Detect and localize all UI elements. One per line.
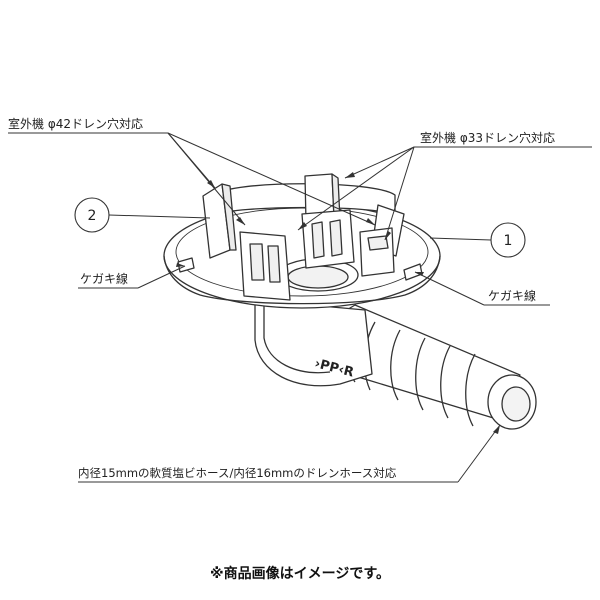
leader-lines: [8, 132, 592, 483]
label-hose-compatibility: 内径15mmの軟質塩ビホース/内径16mmのドレンホース対応: [78, 466, 397, 480]
label-42mm-drain: 室外機 φ42ドレン穴対応: [8, 117, 144, 131]
circle-marker-2-label: 2: [88, 208, 97, 224]
barb-outlet-inner: [501, 386, 531, 422]
hose-barb: [329, 304, 537, 430]
arrowheads: [176, 172, 500, 434]
label-scribe-line-left: ケガキ線: [80, 272, 129, 286]
label-33mm-drain: 室外機 φ33ドレン穴対応: [420, 131, 556, 145]
circle-marker-1-label: 1: [504, 233, 513, 249]
label-scribe-line-right: ケガキ線: [488, 289, 537, 303]
image-disclaimer: ※商品画像はイメージです。: [210, 566, 390, 582]
circle-marker-2: [74, 197, 110, 233]
circle-marker-1: [490, 222, 526, 258]
